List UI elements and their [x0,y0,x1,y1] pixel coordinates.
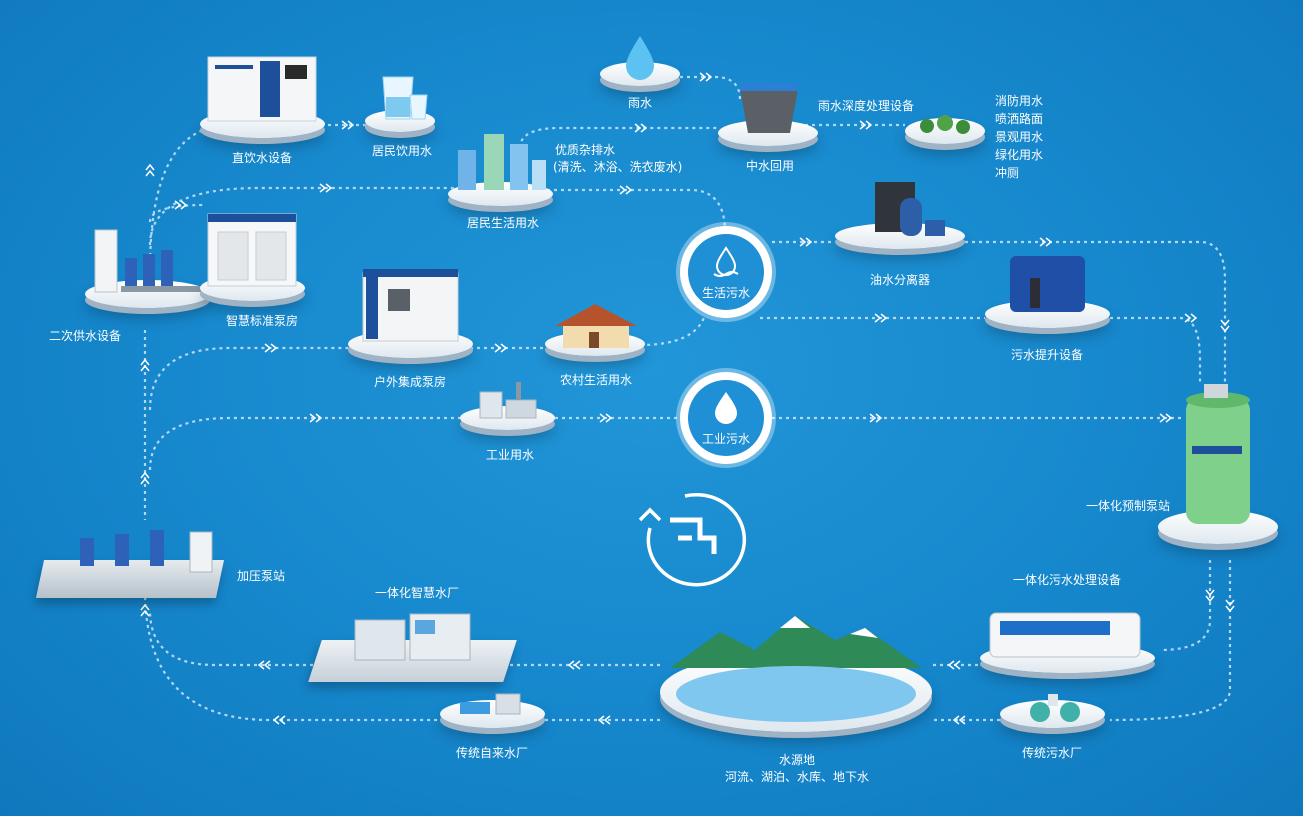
water-drop-icon [713,246,739,277]
cabinet-icon [207,56,317,122]
resident-domestic-label: 居民生活用水 [466,216,540,230]
building-icon [207,213,297,287]
hub-domestic-sewage-label: 生活污水 [701,286,750,300]
separator-icon [875,182,945,236]
outdoor-pump-room-label: 户外集成泵房 [373,375,447,389]
flow-to-industrial [148,416,460,471]
rain-treatment-node [905,110,985,150]
reuse-item-4: 绿化用水 [995,148,1044,162]
prefab-pump-station-node [1158,380,1278,555]
house-icon [555,304,637,348]
greywater-title: 优质杂排水 [555,143,616,157]
tank-icon [1186,384,1250,524]
rural-domestic-node [545,300,645,365]
industrial-water-node [460,380,555,440]
smart-water-plant-label: 一体化智慧水厂 [374,586,460,600]
hub-industrial-sewage: 工业污水 [680,372,772,464]
city-buildings-icon [458,134,546,190]
water-source-detail: 河流、湖泊、水库、地下水 [724,770,870,784]
flow-greywater [518,126,720,149]
hub-industrial-sewage-label: 工业污水 [701,432,750,446]
plant-icon [1030,694,1080,722]
water-source-label: 水源地 [778,753,816,767]
flow-left-lower [143,589,440,722]
smart-pump-room-label: 智慧标准泵房 [225,314,299,328]
greywater-detail: (清洗、沐浴、洗衣废水) [553,160,683,174]
water-source-node [660,610,932,740]
reuse-item-3: 景观用水 [995,130,1044,144]
plant-icon [354,613,471,661]
tank-icon [989,612,1141,658]
sewage-lift-node [985,250,1110,340]
pump-icon [94,229,201,293]
rain-treatment-label: 雨水深度处理设备 [818,99,915,113]
faucet-cycle-icon [638,492,747,587]
secondary-supply-label: 二次供水设备 [48,329,122,343]
reuse-item-2: 喷洒路面 [995,112,1044,126]
traditional-sewage-plant-label: 传统污水厂 [1021,746,1083,760]
booster-station-node [35,520,225,605]
glass-icon [382,76,428,120]
sewage-lift-label: 污水提升设备 [1010,348,1084,362]
resident-drinking-label: 居民饮用水 [371,144,433,158]
flow-domestic-hub [540,188,727,233]
water-drop-icon [715,392,737,424]
drinking-equipment-label: 直饮水设备 [231,151,293,165]
factory-icon [479,382,537,419]
oil-separator-label: 油水分离器 [869,273,931,287]
smart-water-plant-node [308,600,517,695]
reclaimed-water-label: 中水回用 [745,159,795,173]
traditional-waterworks-label: 传统自来水厂 [455,746,529,760]
traditional-sewage-plant-node [1000,690,1105,735]
mountain-lake-icon [670,616,922,722]
flow-to-domestic [148,186,470,246]
pump-icon [80,530,213,573]
flow-smartplant-left [148,609,320,667]
resident-drinking-node [365,75,435,140]
building-icon [362,269,459,342]
outdoor-pump-room-node [348,265,473,365]
sewage-equipment-node [980,595,1155,680]
hub-domestic-sewage: 生活污水 [680,226,772,318]
resident-domestic-node [448,130,553,210]
greenery-icon [920,115,970,134]
rainwater-label: 雨水 [627,96,653,110]
sewage-equipment-label: 一体化污水处理设备 [1012,573,1122,587]
flow-rain [680,75,742,101]
water-drop-icon [626,36,654,80]
reclaimed-water-node [718,75,818,155]
reuse-item-5: 冲厕 [995,166,1020,180]
secondary-supply-node [85,228,210,318]
traditional-waterworks-node [440,688,545,738]
flow-right-down-a [1159,560,1212,652]
tank-icon [1010,256,1085,312]
flow-rural-hub [639,314,707,347]
flow-right-down-b [1109,560,1232,722]
rainwater-node [600,32,680,92]
industrial-water-label: 工业用水 [485,448,535,462]
flow-lift-right [1110,316,1202,385]
smart-pump-room-node [200,210,305,310]
drinking-equipment-node [200,55,325,145]
flow-chevrons [140,72,1235,725]
flow-to-outdoor [148,346,355,411]
prefab-pump-station-label: 一体化预制泵站 [1085,499,1171,513]
tank-icon [740,83,798,133]
rural-domestic-label: 农村生活用水 [559,373,633,387]
plant-icon [460,693,521,715]
booster-station-label: 加压泵站 [237,569,286,583]
oil-separator-node [835,178,965,263]
reuse-item-1: 消防用水 [995,94,1044,108]
